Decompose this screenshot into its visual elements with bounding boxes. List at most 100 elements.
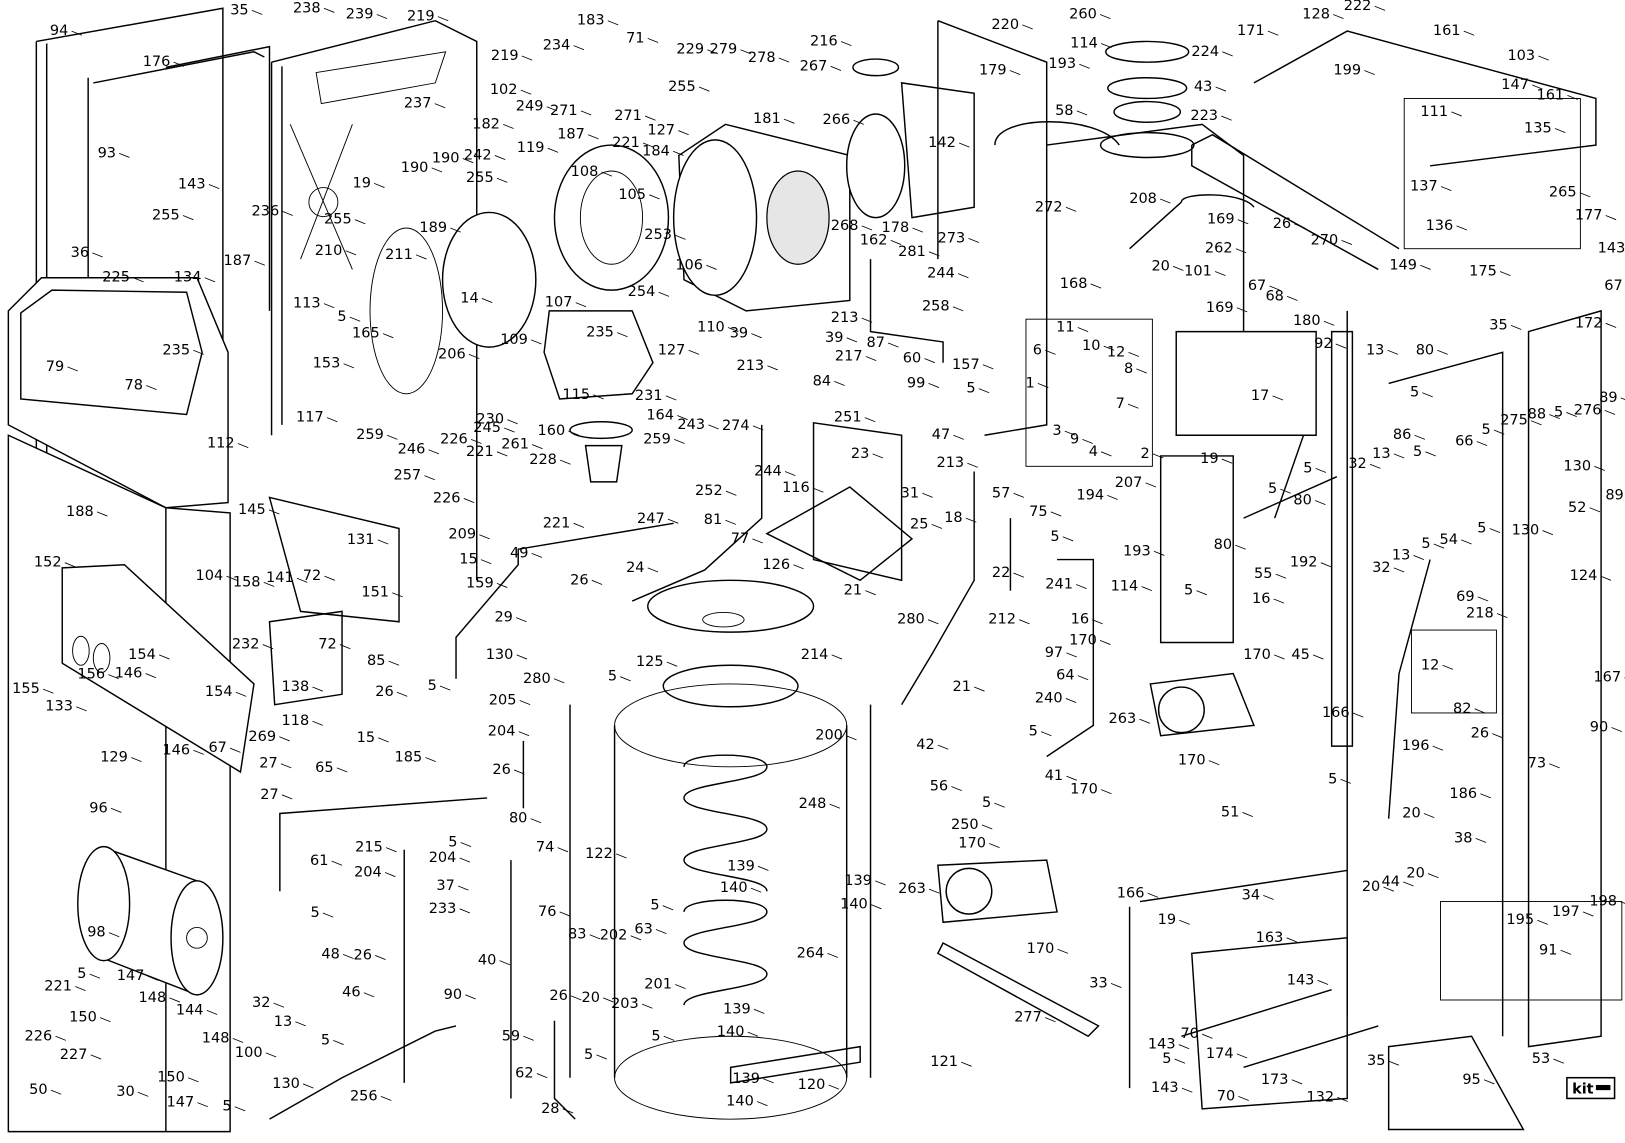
leader-line xyxy=(740,49,751,55)
leader-line xyxy=(460,842,472,848)
leader-line xyxy=(1178,1044,1190,1050)
leader-line xyxy=(1235,544,1246,550)
part-number-label: 28 xyxy=(541,1101,559,1117)
leader-line xyxy=(1009,70,1021,75)
part-number-label: 245 xyxy=(473,420,501,436)
leader-line xyxy=(481,298,493,303)
part-number-label: 169 xyxy=(1206,300,1234,316)
leader-line xyxy=(1221,458,1233,464)
leader-line xyxy=(1422,392,1433,398)
part-number-label: 84 xyxy=(813,373,831,389)
part-number-label: 76 xyxy=(538,904,556,920)
leader-line xyxy=(1567,94,1578,100)
part-number-label: 137 xyxy=(1410,179,1438,195)
leader-line xyxy=(1492,733,1503,739)
part-number-label: 12 xyxy=(1421,657,1439,673)
kit-minus-icon xyxy=(1595,1084,1611,1091)
leader-line xyxy=(1604,409,1616,415)
leader-line xyxy=(173,61,185,67)
part-number-label: 67 xyxy=(1248,278,1266,294)
leader-line xyxy=(1425,451,1436,457)
leader-line xyxy=(1314,500,1326,506)
part-number-label: 185 xyxy=(395,750,423,766)
part-number-label: 32 xyxy=(252,995,270,1011)
leader-line xyxy=(99,1017,111,1023)
leader-line xyxy=(235,691,247,697)
part-number-label: 5 xyxy=(1268,481,1277,497)
leader-line xyxy=(890,240,902,245)
part-number-label: 127 xyxy=(647,123,675,139)
leader-line xyxy=(607,20,619,26)
part-number-label: 29 xyxy=(494,610,512,626)
part-number-label: 39 xyxy=(825,330,843,346)
part-number-label: 35 xyxy=(1367,1053,1385,1069)
part-number-label: 156 xyxy=(77,667,105,683)
part-number-label: 122 xyxy=(585,846,613,862)
leader-line xyxy=(1272,395,1284,401)
fan-assembly xyxy=(543,310,654,483)
part-number-label: 140 xyxy=(717,1024,745,1040)
part-number-label: 189 xyxy=(419,220,447,236)
part-number-label: 272 xyxy=(1035,199,1063,215)
leader-line xyxy=(295,1021,306,1027)
leader-line xyxy=(345,250,357,256)
leader-line xyxy=(450,227,461,233)
leader-line xyxy=(1273,598,1285,604)
leader-line xyxy=(64,562,76,568)
leader-line xyxy=(865,356,877,362)
part-number-label: 267 xyxy=(800,58,828,74)
part-number-label: 108 xyxy=(571,164,599,180)
leader-line xyxy=(1553,1058,1564,1064)
leader-line xyxy=(647,37,659,43)
leader-line xyxy=(778,57,790,63)
part-number-label: 125 xyxy=(636,654,664,670)
leader-line xyxy=(1582,911,1594,917)
leader-line xyxy=(1393,567,1405,573)
part-number-label: 147 xyxy=(117,968,145,984)
part-number-label: 193 xyxy=(1123,543,1151,559)
part-number-label: 179 xyxy=(979,62,1007,78)
kit-label: kit xyxy=(1572,1081,1594,1097)
part-number-label: 281 xyxy=(898,244,926,260)
leader-line xyxy=(1286,937,1298,943)
part-number-label: 121 xyxy=(930,1054,958,1070)
leader-line xyxy=(1437,349,1448,355)
part-number-label: 220 xyxy=(991,17,1019,33)
part-number-label: 107 xyxy=(545,295,573,311)
leader-line xyxy=(279,736,290,742)
leader-line xyxy=(428,449,440,455)
part-number-label: 67 xyxy=(208,740,226,756)
leader-line xyxy=(642,142,654,148)
heat-exchanger xyxy=(369,40,1195,395)
part-number-label: 141 xyxy=(266,570,294,586)
part-number-label: 26 xyxy=(570,572,588,588)
leader-line xyxy=(388,660,400,666)
leader-line xyxy=(677,415,688,421)
part-number-label: 219 xyxy=(407,9,435,25)
leader-line xyxy=(951,786,962,792)
leader-line xyxy=(756,1101,768,1107)
leader-line xyxy=(1082,438,1093,444)
leader-line xyxy=(237,443,249,449)
part-number-label: 205 xyxy=(489,693,517,709)
part-number-label: 146 xyxy=(162,742,190,758)
part-number-label: 145 xyxy=(238,502,266,518)
leader-line xyxy=(396,691,408,697)
leader-line xyxy=(1107,494,1118,500)
leader-line xyxy=(296,577,308,583)
part-number-label: 143 xyxy=(1148,1037,1176,1053)
part-number-label: 231 xyxy=(635,388,663,404)
leader-line xyxy=(1440,186,1452,192)
part-number-label: 25 xyxy=(910,516,928,532)
part-number-label: 5 xyxy=(1303,460,1312,476)
leader-line xyxy=(1611,727,1622,732)
part-number-label: 89 xyxy=(1605,487,1623,503)
part-number-label: 5 xyxy=(1162,1051,1171,1067)
part-number-label: 161 xyxy=(1433,23,1461,39)
part-number-label: 243 xyxy=(677,417,705,433)
component-drawings xyxy=(7,7,1623,1133)
leader-line xyxy=(974,686,985,692)
part-number-label: 153 xyxy=(313,356,341,372)
leader-line xyxy=(840,41,852,46)
leader-line xyxy=(187,1077,199,1083)
